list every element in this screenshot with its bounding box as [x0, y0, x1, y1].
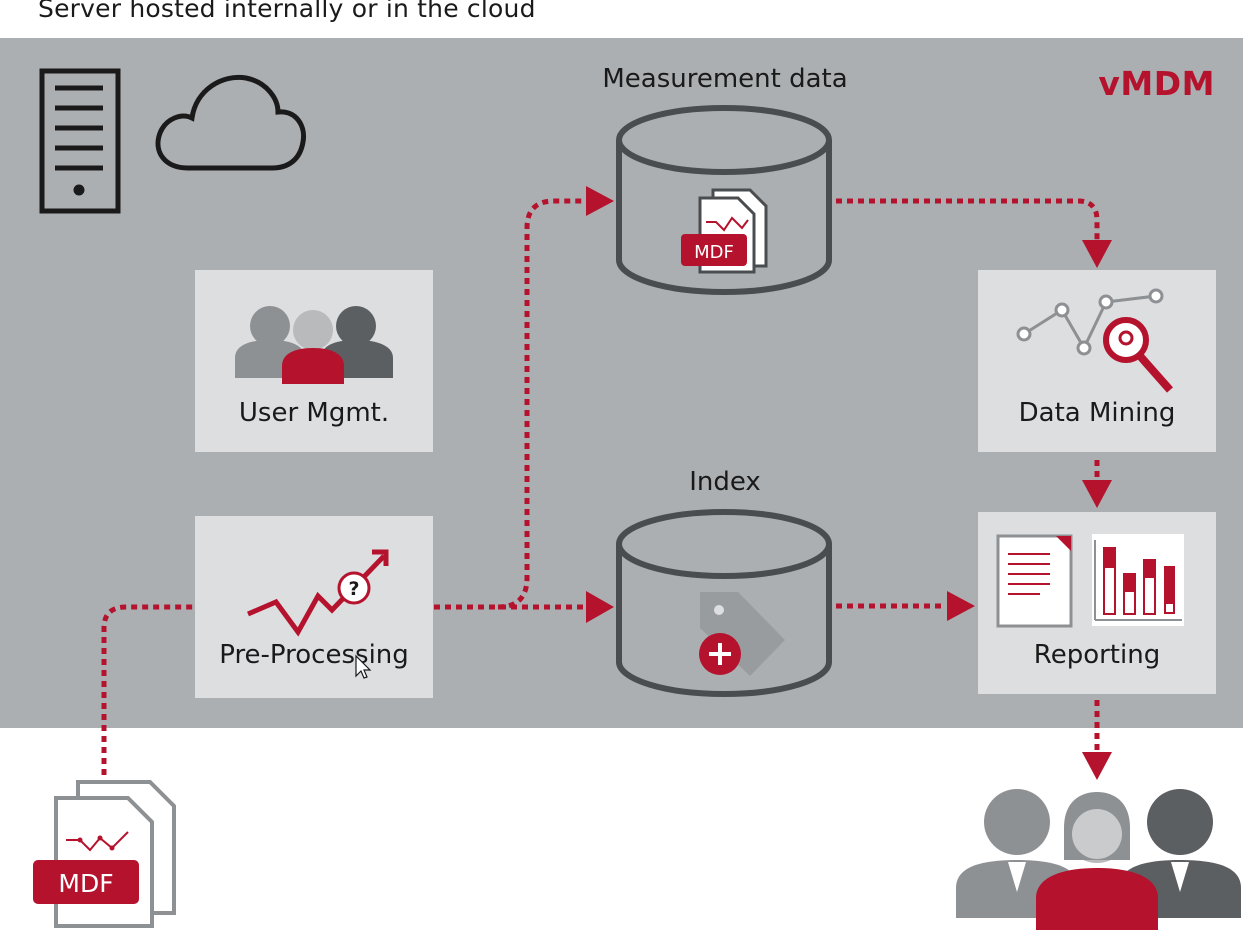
report-icon — [996, 534, 1073, 628]
arrowhead-mining — [1082, 240, 1112, 268]
diagram-title: Server hosted internally or in the cloud — [38, 0, 536, 23]
cloud-icon — [155, 74, 307, 171]
end-users-icon — [956, 789, 1241, 930]
pre-processing-label: Pre-Processing — [219, 640, 409, 670]
user-mgmt-label: User Mgmt. — [238, 398, 390, 428]
bar-chart-icon — [1092, 534, 1184, 626]
data-mining-label: Data Mining — [1018, 398, 1176, 428]
connector-measurement-to-mining — [836, 198, 1100, 242]
measurement-db-cylinder — [616, 105, 832, 295]
arrowhead-measurement — [586, 186, 614, 216]
svg-text:?: ? — [348, 578, 359, 600]
arrowhead-index — [586, 591, 614, 623]
reporting-label: Reporting — [1033, 640, 1161, 670]
arrowhead-reporting-top — [1082, 480, 1112, 508]
flow-connectors — [101, 198, 1100, 775]
measurement-document-icon — [681, 188, 768, 274]
arrowhead-reporting-left — [947, 591, 975, 621]
input-mdf-badge: MDF — [58, 869, 113, 898]
data-mining-box: Data Mining — [978, 270, 1216, 452]
trend-question-icon: ? — [247, 549, 389, 637]
brand-logo: vMDM — [1098, 64, 1215, 103]
magnifier-chart-icon — [1016, 288, 1173, 393]
index-label: Index — [689, 467, 761, 497]
users-icon — [235, 306, 393, 384]
tag-plus-icon — [699, 592, 785, 676]
input-document-icon — [33, 780, 176, 928]
arrow-heads — [586, 186, 1112, 780]
connector-input-to-preprocessing — [101, 604, 194, 775]
arrowhead-users — [1082, 752, 1112, 780]
cursor-icon — [355, 654, 372, 679]
measurement-data-label: Measurement data — [602, 64, 848, 94]
measurement-mdf-badge: MDF — [694, 242, 734, 263]
server-icon — [39, 68, 121, 214]
pre-processing-box: Pre-Processing — [195, 516, 433, 698]
index-db-cylinder — [616, 509, 832, 697]
connector-preprocessing-to-measurement — [497, 198, 588, 610]
